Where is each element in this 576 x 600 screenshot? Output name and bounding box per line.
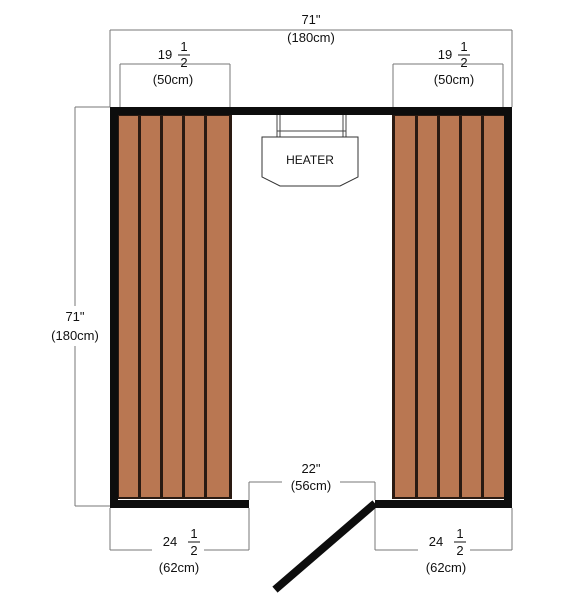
top-width-metric: (180cm) — [287, 30, 335, 45]
right-bottom-whole: 24 — [429, 534, 443, 549]
right-bench — [392, 113, 508, 499]
door-label-backing — [282, 475, 340, 491]
left-bottom-numerator: 1 — [190, 526, 197, 541]
bench-slat — [418, 116, 437, 497]
right-bench-numerator: 1 — [460, 39, 467, 54]
right-wall — [504, 107, 512, 508]
heater: HEATER — [261, 115, 359, 187]
right-bottom-metric: (62cm) — [426, 560, 466, 575]
left-bench-metric: (50cm) — [153, 72, 193, 87]
bottom-left-wall — [110, 500, 249, 508]
right-bottom-wall-dimension: 24 1 2 (62cm) — [418, 526, 470, 575]
bench-slat — [484, 116, 505, 497]
heater-body — [261, 136, 359, 187]
bench-slat — [395, 116, 415, 497]
right-bottom-denominator: 2 — [456, 543, 463, 558]
bench-slat — [207, 116, 229, 497]
right-bench-dimension: 19 1 2 (50cm) — [434, 39, 474, 87]
bench-slat — [141, 116, 160, 497]
top-width-value: 71" — [301, 12, 320, 27]
left-bottom-wall-dimension: 24 1 2 (62cm) — [152, 526, 204, 575]
walls — [110, 107, 512, 508]
left-bottom-metric: (62cm) — [159, 560, 199, 575]
left-bottom-denominator: 2 — [190, 543, 197, 558]
door-panel — [272, 500, 378, 593]
left-height-metric: (180cm) — [51, 328, 99, 343]
bench-slat — [119, 116, 138, 497]
left-height-value: 71" — [65, 309, 84, 324]
heater-label: HEATER — [286, 153, 334, 167]
left-bottom-label-backing — [152, 530, 204, 570]
bench-slat — [440, 116, 459, 497]
bench-slat — [185, 116, 204, 497]
left-bottom-whole: 24 — [163, 534, 177, 549]
left-bench-numerator: 1 — [180, 39, 187, 54]
right-bottom-label-backing — [418, 530, 470, 570]
right-bench-whole: 19 — [438, 47, 452, 62]
right-bench-metric: (50cm) — [434, 72, 474, 87]
right-bottom-numerator: 1 — [456, 526, 463, 541]
left-height-label-backing — [40, 306, 110, 346]
door-width-value: 22" — [301, 461, 320, 476]
door-width-metric: (56cm) — [291, 478, 331, 493]
top-wall — [110, 107, 512, 115]
left-bench-dimension: 19 1 2 (50cm) — [153, 39, 193, 87]
right-bench-denominator: 2 — [460, 55, 467, 70]
bottom-right-wall — [375, 500, 512, 508]
bench-slat — [462, 116, 481, 497]
left-bench-whole: 19 — [158, 47, 172, 62]
left-bench — [116, 113, 232, 499]
bench-slat — [163, 116, 182, 497]
left-wall — [110, 107, 118, 508]
left-bench-denominator: 2 — [180, 55, 187, 70]
